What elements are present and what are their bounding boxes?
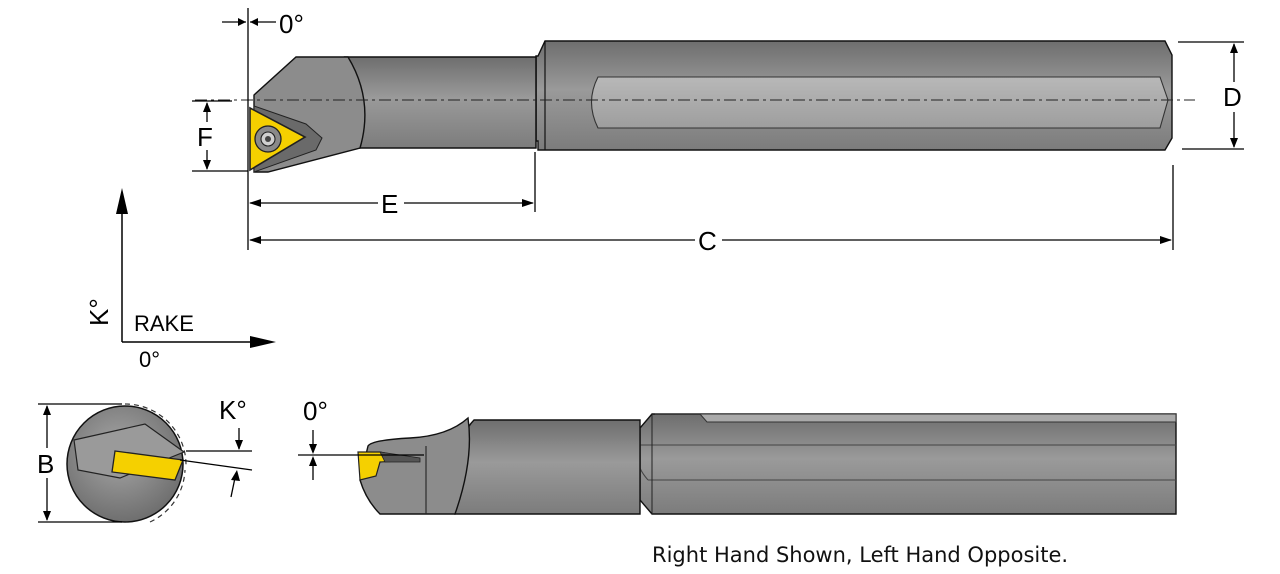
d-label: D (1223, 82, 1242, 112)
side-shank (639, 413, 1177, 515)
end-view: B K° (37, 395, 253, 523)
k-axis-arrow (116, 188, 128, 214)
shank-flat (590, 76, 1169, 129)
e-arrow-left (249, 199, 261, 207)
side-view: 0° (298, 396, 1177, 515)
side-arrow-bottom (309, 456, 317, 466)
k-rake-line (179, 459, 253, 471)
screw-socket (265, 136, 271, 142)
b-label: B (37, 449, 54, 479)
top-angle-label: 0° (279, 9, 304, 39)
e-label: E (381, 189, 398, 219)
b-arrow-top (43, 405, 51, 415)
top-dimensions: 0° F E C D (192, 8, 1244, 256)
b-arrow-bottom (43, 511, 51, 521)
d-arrow-bottom (1230, 138, 1238, 148)
end-view-dashed-arc-2 (149, 469, 186, 523)
c-label: C (698, 226, 717, 256)
k-arrow-bottom (231, 470, 240, 481)
c-arrow-right (1160, 236, 1172, 244)
c-arrow-left (249, 236, 261, 244)
f-arrow-top (203, 102, 211, 112)
neck (343, 56, 537, 149)
d-arrow-top (1230, 43, 1238, 53)
rake-axes: K° RAKE 0° (84, 188, 276, 372)
side-arrow-top (309, 444, 317, 454)
f-label: F (197, 122, 213, 152)
rake-label: RAKE (134, 311, 194, 336)
side-neck (454, 419, 641, 515)
zero-angle-arrow-left (238, 18, 246, 26)
k-arrow-top (235, 440, 243, 450)
end-view-insert (111, 450, 184, 481)
caption: Right Hand Shown, Left Hand Opposite. (652, 543, 1068, 567)
rake-axis-arrow (250, 336, 276, 348)
end-view-dashed-arc (124, 403, 187, 467)
end-k-label: K° (219, 395, 247, 425)
zero-angle-arrow-right (250, 18, 258, 26)
side-shank-flat (655, 413, 1177, 423)
side-angle-label: 0° (303, 396, 328, 426)
f-arrow-bottom (203, 160, 211, 170)
e-arrow-right (522, 199, 534, 207)
rake-angle-label: 0° (139, 347, 160, 372)
k-axis-label: K° (84, 298, 114, 326)
top-view (195, 40, 1195, 173)
side-head (359, 416, 471, 515)
